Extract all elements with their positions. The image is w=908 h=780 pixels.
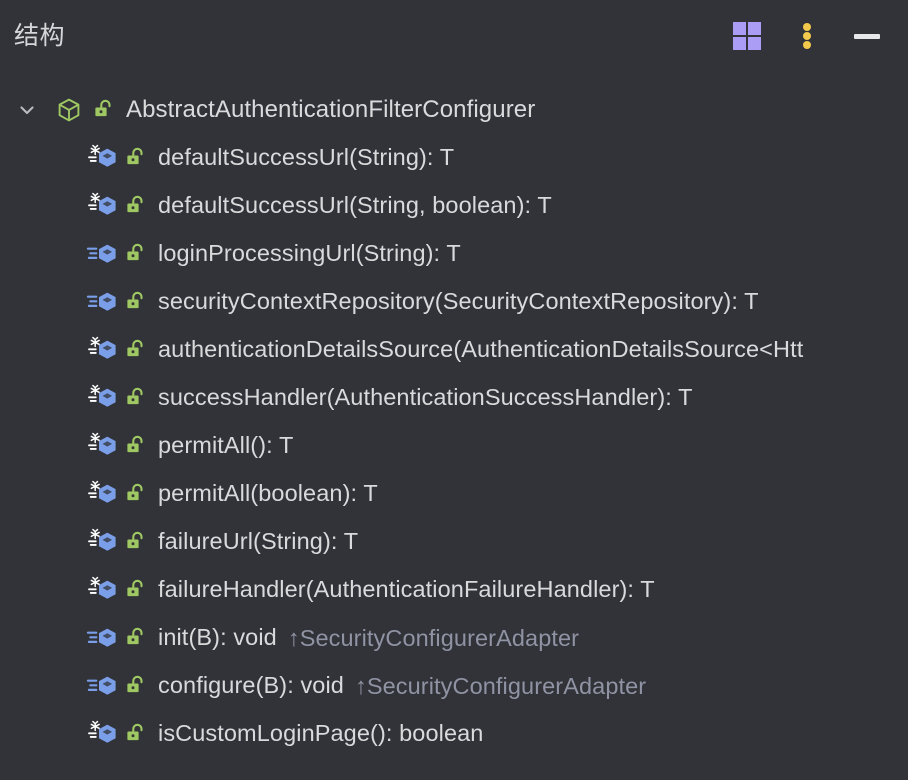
public-unlock-icon (124, 145, 148, 171)
overriding-bars-icon (86, 247, 98, 259)
tree-row-member-0[interactable]: defaultSuccessUrl(String): T (0, 134, 908, 182)
overriding-bars-icon (86, 295, 98, 307)
public-unlock-icon (124, 241, 148, 267)
tree-row-label: successHandler(AuthenticationSuccessHand… (158, 384, 693, 411)
grid-cell (748, 22, 761, 35)
public-unlock-icon (124, 625, 148, 651)
public-unlock-icon (124, 193, 148, 219)
dot (803, 23, 811, 31)
method-hexagon-icon (86, 719, 120, 749)
abstract-snowflake-icon (88, 384, 100, 402)
tree-row-label: securityContextRepository(SecurityContex… (158, 288, 759, 315)
tree-row-label: configure(B): void (158, 672, 344, 699)
method-hexagon-icon (86, 191, 120, 221)
tree-row-label: loginProcessingUrl(String): T (158, 240, 461, 267)
public-unlock-icon (124, 577, 148, 603)
header-actions (730, 19, 884, 53)
tree-row-root[interactable]: AbstractAuthenticationFilterConfigurer (0, 86, 908, 134)
overriding-bars-icon (86, 631, 98, 643)
tree-row-member-12[interactable]: isCustomLoginPage(): boolean (0, 710, 908, 758)
grid-icon (733, 22, 761, 50)
tree-row-member-3[interactable]: securityContextRepository(SecurityContex… (0, 278, 908, 326)
tree-row-member-7[interactable]: permitAll(boolean): T (0, 470, 908, 518)
tree-row-label: init(B): void (158, 624, 277, 651)
tree-row-member-4[interactable]: authenticationDetailsSource(Authenticati… (0, 326, 908, 374)
minimize-button[interactable] (850, 19, 884, 53)
method-hexagon-icon (86, 527, 120, 557)
method-hexagon-icon (86, 239, 120, 269)
tree-row-member-6[interactable]: permitAll(): T (0, 422, 908, 470)
method-hexagon-icon (86, 335, 120, 365)
tree-row-member-10[interactable]: init(B): void ↑SecurityConfigurerAdapter (0, 614, 908, 662)
abstract-snowflake-icon (88, 528, 100, 546)
method-hexagon-icon (86, 287, 120, 317)
inherited-from-label: ↑SecurityConfigurerAdapter (354, 672, 647, 699)
method-hexagon-icon (86, 383, 120, 413)
panel-header: 结构 (0, 0, 908, 72)
tree-row-label: authenticationDetailsSource(Authenticati… (158, 336, 804, 363)
public-unlock-icon (124, 433, 148, 459)
tree-row-label: permitAll(boolean): T (158, 480, 378, 507)
tree-row-label: failureUrl(String): T (158, 528, 359, 555)
chevron-down-icon[interactable] (14, 97, 40, 123)
vertical-dots-icon (802, 21, 812, 51)
dot (803, 41, 811, 49)
inherited-from-label: ↑SecurityConfigurerAdapter (287, 624, 580, 651)
grid-cell (748, 37, 761, 50)
more-options-button[interactable] (790, 19, 824, 53)
abstract-snowflake-icon (88, 336, 100, 354)
tree-row-label: isCustomLoginPage(): boolean (158, 720, 484, 747)
minimize-icon (854, 33, 880, 39)
tree-row-member-5[interactable]: successHandler(AuthenticationSuccessHand… (0, 374, 908, 422)
tree-row-member-11[interactable]: configure(B): void ↑SecurityConfigurerAd… (0, 662, 908, 710)
method-hexagon-icon (86, 623, 120, 653)
abstract-snowflake-icon (88, 144, 100, 162)
class-cube-icon (54, 95, 84, 125)
grid-view-button[interactable] (730, 19, 764, 53)
public-unlock-icon (124, 385, 148, 411)
tree-row-label: AbstractAuthenticationFilterConfigurer (126, 96, 536, 123)
public-unlock-icon (124, 289, 148, 315)
dot (803, 32, 811, 40)
tree-row-label: defaultSuccessUrl(String, boolean): T (158, 192, 552, 219)
overriding-bars-icon (86, 679, 98, 691)
tree-row-member-8[interactable]: failureUrl(String): T (0, 518, 908, 566)
abstract-snowflake-icon (88, 432, 100, 450)
method-hexagon-icon (86, 431, 120, 461)
public-unlock-icon (124, 529, 148, 555)
method-hexagon-icon (86, 575, 120, 605)
public-unlock-icon (124, 337, 148, 363)
abstract-snowflake-icon (88, 576, 100, 594)
tree-row-member-1[interactable]: defaultSuccessUrl(String, boolean): T (0, 182, 908, 230)
tree-row-member-9[interactable]: failureHandler(AuthenticationFailureHand… (0, 566, 908, 614)
grid-cell (733, 37, 746, 50)
public-unlock-icon (92, 97, 116, 123)
method-hexagon-icon (86, 671, 120, 701)
structure-tree: AbstractAuthenticationFilterConfigurer (0, 72, 908, 758)
abstract-snowflake-icon (88, 480, 100, 498)
tree-row-member-2[interactable]: loginProcessingUrl(String): T (0, 230, 908, 278)
public-unlock-icon (124, 673, 148, 699)
tree-members: defaultSuccessUrl(String): T (0, 134, 908, 758)
abstract-snowflake-icon (88, 192, 100, 210)
public-unlock-icon (124, 721, 148, 747)
grid-cell (733, 22, 746, 35)
public-unlock-icon (124, 481, 148, 507)
page-title: 结构 (14, 21, 66, 50)
method-hexagon-icon (86, 479, 120, 509)
abstract-snowflake-icon (88, 720, 100, 738)
method-hexagon-icon (86, 143, 120, 173)
tree-row-label: failureHandler(AuthenticationFailureHand… (158, 576, 655, 603)
tree-row-label: permitAll(): T (158, 432, 294, 459)
tree-row-label: defaultSuccessUrl(String): T (158, 144, 455, 171)
